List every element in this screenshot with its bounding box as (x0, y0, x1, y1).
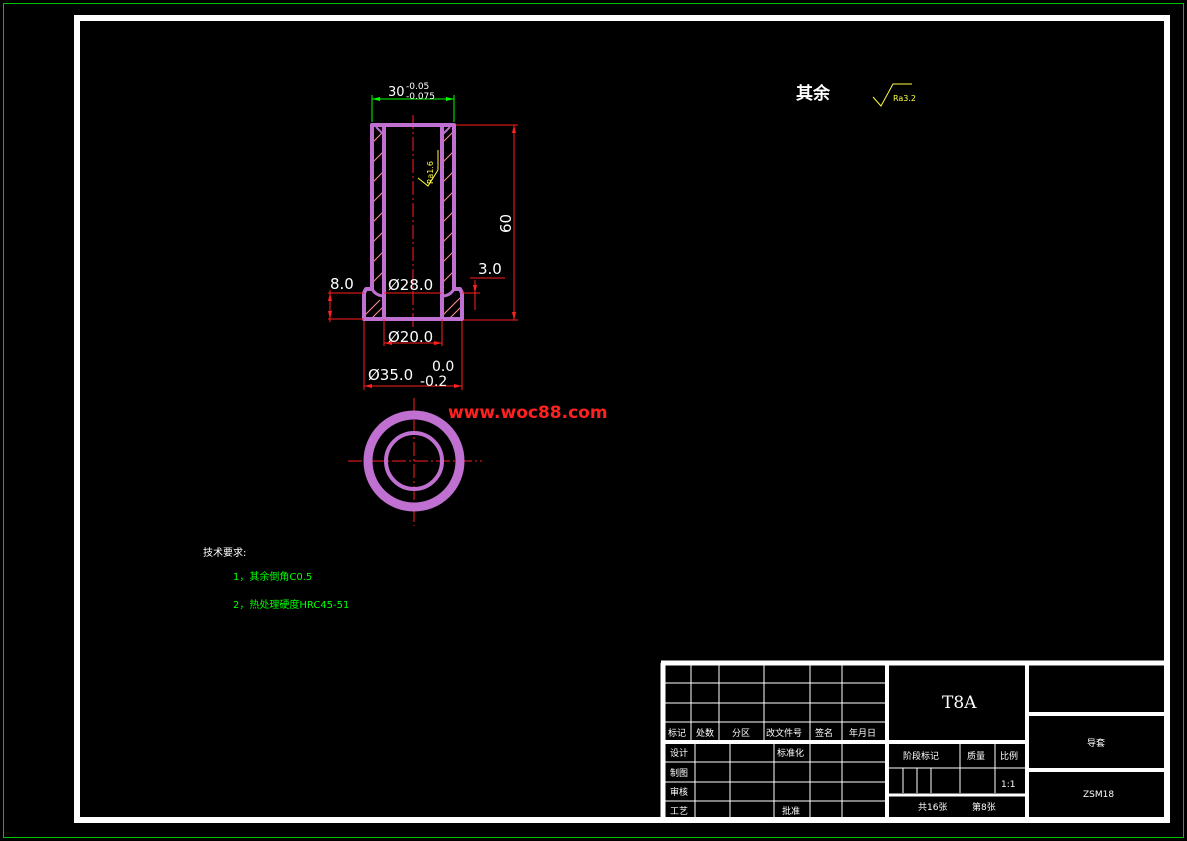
inner-surface-symbol-text: Ra1.6 (426, 161, 435, 184)
tech-req-title: 技术要求: (203, 546, 246, 559)
surface-note-label: 其余 (796, 83, 831, 104)
dim-outer-dia-upper-tol: 0.0 (432, 359, 454, 375)
rev-header-count: 处数 (696, 727, 714, 739)
roughness-symbol-icon: Ra3.2 (872, 83, 916, 107)
material: T8A (942, 693, 977, 713)
dim-outer-dia: Ø35.0 (368, 366, 413, 384)
drawing-code: ZSM18 (1083, 790, 1114, 800)
dim-height: 60 (497, 214, 515, 233)
dim-inner-dia: Ø28.0 (388, 276, 433, 294)
sheet-total: 共16张 (918, 802, 947, 813)
scale-value: 1:1 (1001, 780, 1015, 790)
dim-top-width: 30 (388, 85, 405, 100)
stage-label: 阶段标记 (903, 750, 939, 762)
revision-headers: 标记 处数 分区 改文件号 签名 年月日 (668, 727, 876, 739)
rev-header-doc: 改文件号 (766, 727, 802, 739)
rev-header-date: 年月日 (849, 727, 876, 739)
dim-flange-width: 8.0 (330, 275, 354, 293)
approve-label: 批准 (782, 805, 800, 817)
row-drafting: 制图 (670, 767, 688, 779)
weight-label: 质量 (967, 750, 985, 762)
top-view (348, 398, 482, 526)
rev-header-mark: 标记 (668, 727, 686, 739)
row-design: 设计 (670, 747, 688, 759)
part-name: 导套 (1087, 737, 1105, 749)
outer-border (3, 3, 1184, 838)
dim-top-width-upper-tol: -0.05 (406, 82, 429, 92)
row-process: 工艺 (670, 806, 688, 817)
scale-label: 比例 (1000, 750, 1018, 762)
dim-top-width-lower-tol: -0.075 (406, 92, 435, 102)
rev-header-zone: 分区 (732, 728, 750, 739)
section-view (362, 115, 464, 330)
inner-surface-symbol: Ra1.6 (417, 150, 439, 187)
tech-req-item-2: 2，热处理硬度HRC45-51 (233, 598, 349, 611)
dim-outer-dia-lower-tol: -0.2 (420, 374, 447, 390)
drawing-frame (74, 15, 1170, 823)
dim-flange-height: 3.0 (478, 260, 502, 278)
standardization-label: 标准化 (777, 747, 804, 759)
row-review: 审核 (670, 786, 688, 798)
dimension-arrows (328, 97, 516, 388)
rev-header-sign: 签名 (815, 727, 833, 739)
roughness-symbol-text: Ra3.2 (893, 94, 916, 103)
watermark: www.woc88.com (448, 403, 608, 423)
tech-req-item-1: 1，其余倒角C0.5 (233, 570, 312, 583)
title-block (660, 660, 1167, 820)
dim-bore-dia: Ø20.0 (388, 328, 433, 346)
sheet-number: 第8张 (972, 801, 996, 813)
